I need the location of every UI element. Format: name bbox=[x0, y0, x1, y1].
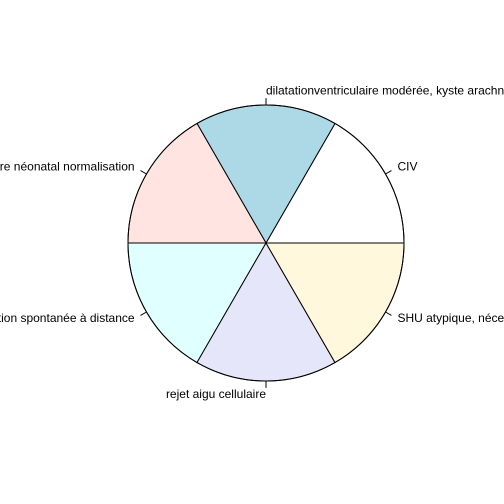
slice-label-4: résolution spontanée à distance bbox=[0, 311, 135, 325]
pie-slices bbox=[127, 104, 405, 382]
label-tick-4 bbox=[140, 311, 147, 316]
slice-label-5: rejet aigu cellulaire bbox=[166, 387, 266, 401]
label-tick-3 bbox=[140, 170, 147, 175]
slice-labels: CIV dilatationventriculaire modérée, kyst… bbox=[0, 83, 504, 401]
label-tick-1 bbox=[385, 170, 392, 175]
slice-label-6: SHU atypique, nécessité d'un traitement bbox=[397, 311, 504, 325]
slice-label-3: ictère néonatal normalisation bbox=[0, 159, 135, 173]
label-tick-6 bbox=[385, 311, 392, 316]
slice-label-2: dilatationventriculaire modérée, kyste a… bbox=[266, 83, 504, 97]
slice-label-1: CIV bbox=[397, 159, 417, 173]
label-ticks bbox=[140, 98, 392, 388]
